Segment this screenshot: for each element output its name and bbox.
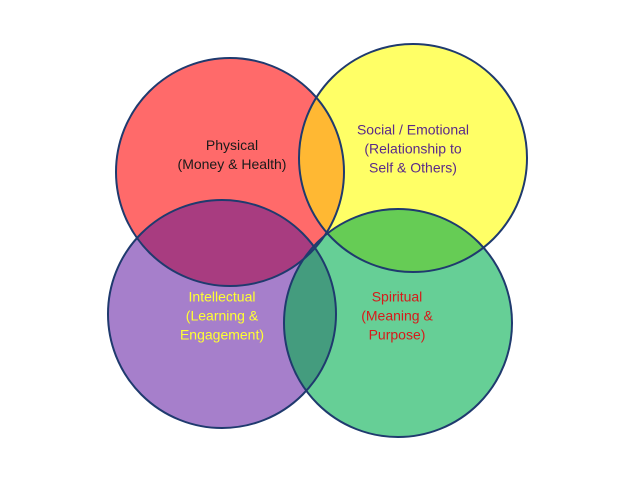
spiritual-title: Spiritual bbox=[371, 288, 423, 305]
intellectual-label: Intellectual (Learning & Engagement) bbox=[180, 288, 264, 345]
spiritual-subtitle-2: Purpose) bbox=[368, 326, 426, 343]
intellectual-subtitle-2: Engagement) bbox=[179, 326, 265, 343]
physical-title: Physical bbox=[205, 137, 259, 153]
circle-outlines bbox=[107, 43, 528, 438]
intellectual-title: Intellectual bbox=[188, 288, 256, 305]
physical-intellectual-overlap bbox=[116, 200, 336, 286]
social-emotional-subtitle-1: (Relationship to bbox=[364, 140, 462, 157]
spiritual-subtitle-1: (Meaning & bbox=[361, 307, 433, 324]
spiritual-label: Spiritual (Meaning & Purpose) bbox=[361, 288, 433, 345]
physical-label: Physical (Money & Health) bbox=[178, 136, 287, 174]
social-emotional-circle bbox=[299, 44, 527, 272]
intellectual-subtitle-1: (Learning & bbox=[185, 307, 259, 324]
physical-subtitle: (Money & Health) bbox=[177, 156, 287, 172]
social-emotional-title: Social / Emotional bbox=[356, 121, 470, 138]
spiritual-circle bbox=[284, 209, 512, 437]
social-emotional-label: Social / Emotional (Relationship to Self… bbox=[357, 121, 469, 178]
social-emotional-subtitle-2: Self & Others) bbox=[369, 159, 457, 176]
